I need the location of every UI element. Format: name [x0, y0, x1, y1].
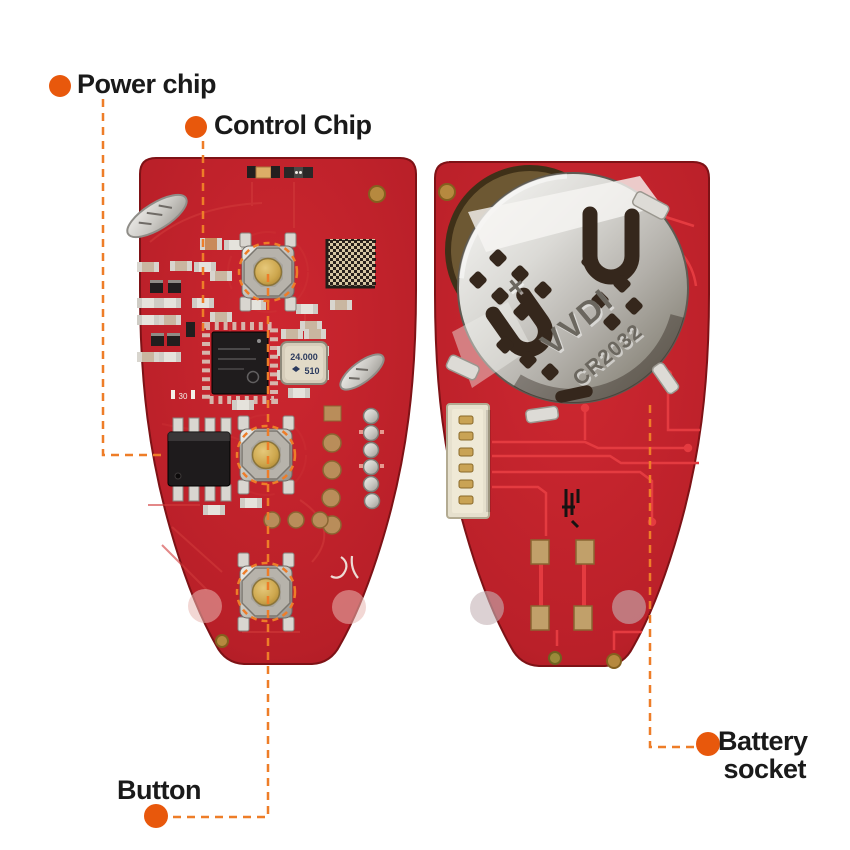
ink-marks [562, 489, 580, 529]
oval-pad-top-left [126, 193, 188, 239]
control-chip-qfn [202, 322, 278, 404]
gold-via [548, 651, 562, 665]
crystal-code-text: 510 [304, 366, 319, 376]
passive-components [137, 238, 352, 515]
gold-via [368, 185, 386, 203]
power-chip-leader-line [101, 99, 166, 457]
battery-socket-label-line2: socket [723, 754, 806, 784]
right-pcb-back: CR2032 [434, 161, 710, 669]
solder-pads [530, 539, 595, 631]
button-leader-line [170, 274, 270, 819]
led [255, 166, 272, 179]
button-callout-dot [144, 804, 168, 828]
callout-annotations [101, 99, 697, 819]
crystal-frequency-text: 24.000 [290, 352, 318, 362]
datamatrix-code [325, 239, 376, 289]
battery-socket-label-line1: Battery [718, 726, 808, 756]
power-chip-soic8 [167, 417, 232, 502]
adhesive-pad [188, 589, 222, 623]
power-chip-callout-dot [49, 75, 71, 97]
oval-pad-mid-right [339, 353, 385, 391]
silkscreen-mark: 30 [171, 390, 195, 401]
adhesive-pad [332, 590, 366, 624]
button-highlight-ring-bottom [235, 561, 297, 623]
button-highlight-ring-middle [235, 424, 297, 486]
adhesive-pad [470, 591, 504, 625]
button-label: Button [117, 775, 201, 805]
led-strip [247, 166, 313, 179]
button-highlight-ring-top [237, 241, 299, 303]
adhesive-pad [612, 590, 646, 624]
pin-connector [446, 403, 491, 519]
handwritten-mark [330, 555, 359, 579]
battery-socket-leader-line [648, 405, 697, 749]
battery-socket-label: Battery socket [718, 726, 808, 784]
gold-via [606, 653, 622, 669]
power-chip-label: Power chip [77, 69, 217, 99]
left-pcb-front: 24.000 510 30 [126, 157, 417, 665]
callout-dots [49, 75, 720, 828]
battery-socket-callout-dot [696, 732, 720, 756]
control-chip-label: Control Chip [214, 110, 372, 140]
battery-holder: + + VVDI VVDI CR2032 CR2032 [445, 165, 689, 424]
gold-via [438, 183, 456, 201]
crystal-oscillator: 24.000 510 [277, 341, 329, 385]
svg-text:30: 30 [179, 392, 188, 401]
pad-columns [263, 405, 384, 535]
gold-via [215, 634, 229, 648]
control-chip-callout-dot [185, 116, 207, 138]
